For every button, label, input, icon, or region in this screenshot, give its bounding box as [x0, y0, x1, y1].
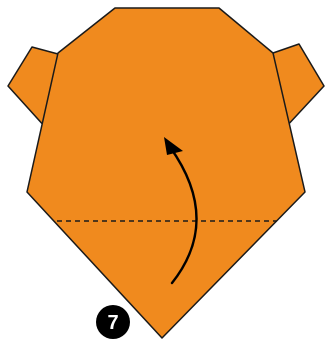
step-number: 7	[107, 312, 118, 334]
origami-head-shape	[27, 8, 305, 338]
